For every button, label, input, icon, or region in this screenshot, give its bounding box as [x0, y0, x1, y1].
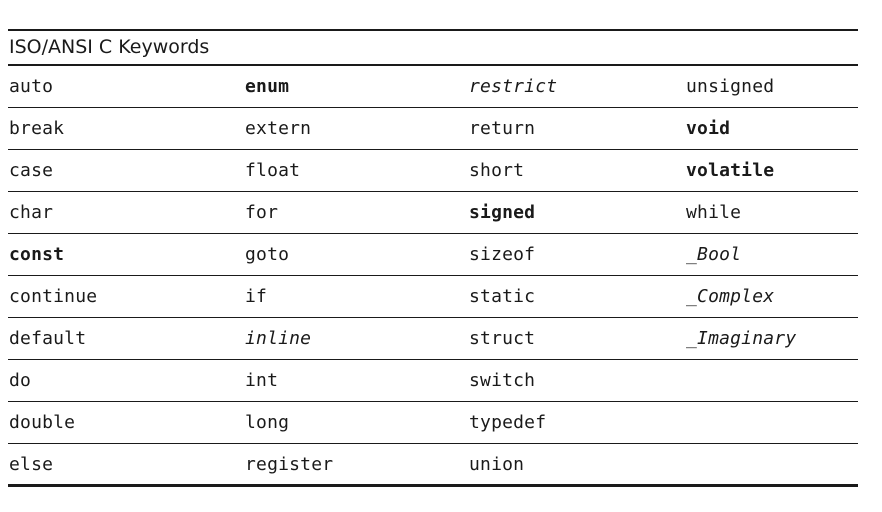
keyword-cell: sizeof — [469, 244, 536, 265]
keywords-table: ISO/ANSI C Keywords auto enum restrict unsi… — [8, 29, 858, 487]
keyword-cell: goto — [245, 244, 290, 265]
keyword-cell: auto — [9, 76, 54, 97]
keyword-cell: case — [9, 160, 54, 181]
keyword-cell: while — [686, 202, 742, 223]
keyword-cell: static — [469, 286, 536, 307]
keyword-cell: const — [9, 244, 65, 265]
keyword-cell: _Imaginary — [686, 328, 797, 349]
table-row: break extern return void — [8, 108, 858, 150]
table-body: auto enum restrict unsigned break extern retur… — [8, 66, 858, 487]
table-row: else register union — [8, 444, 858, 487]
keyword-cell: double — [9, 412, 76, 433]
keyword-cell: register — [245, 453, 334, 475]
table-row: auto enum restrict unsigned — [8, 66, 858, 108]
table-caption: ISO/ANSI C Keywords — [8, 31, 858, 66]
keyword-cell: _Complex — [686, 286, 775, 307]
keyword-cell: float — [245, 160, 301, 181]
keyword-cell: inline — [245, 328, 312, 349]
top-rule — [8, 29, 858, 31]
keyword-cell: signed — [469, 202, 536, 223]
keyword-cell: enum — [245, 76, 290, 97]
table-row: const goto sizeof _Bool — [8, 234, 858, 276]
table-row: do int switch — [8, 360, 858, 402]
keyword-cell: union — [469, 453, 525, 475]
table-row: default inline struct _Imaginary — [8, 318, 858, 360]
table-row: case float short volatile — [8, 150, 858, 192]
keyword-cell: break — [9, 118, 65, 139]
keyword-cell: void — [686, 118, 731, 139]
keyword-cell: long — [245, 412, 290, 433]
keyword-cell: char — [9, 202, 54, 223]
table-row: char for signed while — [8, 192, 858, 234]
keyword-cell: switch — [469, 370, 536, 391]
keyword-cell: extern — [245, 118, 312, 139]
keyword-cell: struct — [469, 328, 536, 349]
keyword-cell: _Bool — [686, 244, 742, 265]
keyword-cell: else — [9, 453, 54, 475]
keyword-cell: restrict — [469, 76, 558, 97]
table-row: double long typedef — [8, 402, 858, 444]
keyword-cell: if — [245, 286, 268, 307]
keyword-cell: typedef — [469, 412, 547, 433]
keyword-cell: unsigned — [686, 76, 775, 97]
keyword-cell: continue — [9, 286, 98, 307]
keyword-cell: int — [245, 370, 279, 391]
keyword-cell: return — [469, 118, 536, 139]
table-row: continue if static _Complex — [8, 276, 858, 318]
keyword-cell: do — [9, 370, 32, 391]
keyword-cell: for — [245, 202, 279, 223]
keyword-cell: default — [9, 328, 87, 349]
keyword-cell: short — [469, 160, 525, 181]
keyword-cell: volatile — [686, 160, 775, 181]
